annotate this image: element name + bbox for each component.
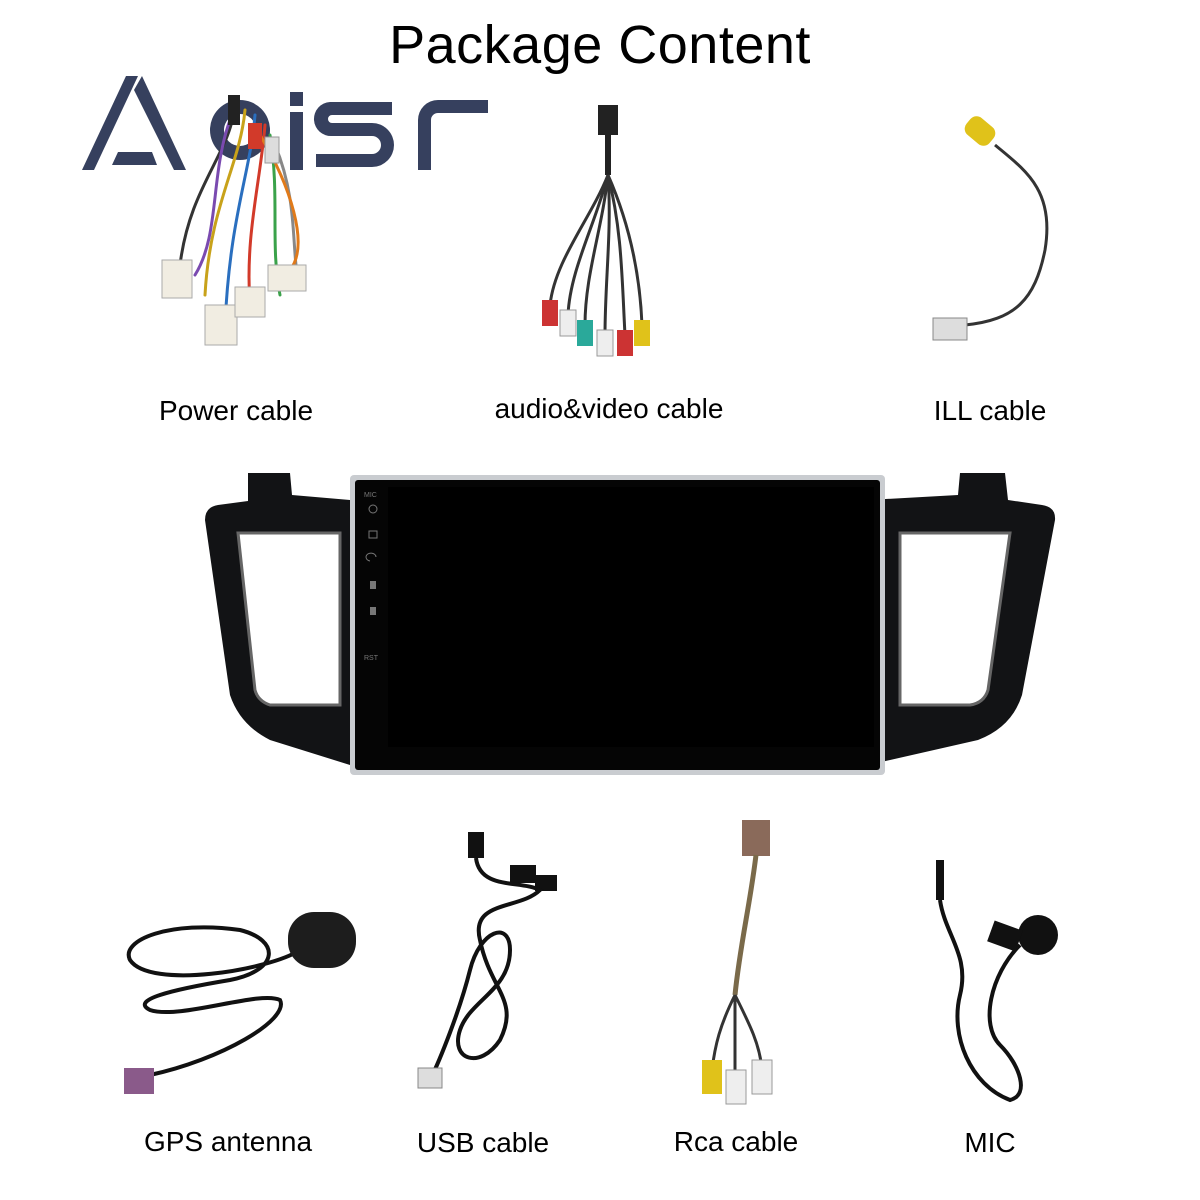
- gps-antenna-image: [110, 900, 370, 1110]
- power-cable-image: [150, 95, 340, 365]
- rca-cable-label: Rca cable: [673, 1126, 799, 1157]
- ill-cable-label: ILL cable: [933, 395, 1047, 426]
- usb-cable-image: [410, 830, 570, 1100]
- av-cable-label: audio&video cable: [494, 393, 724, 424]
- mic-image: [920, 855, 1070, 1115]
- av-cable-image: [530, 100, 680, 360]
- head-unit-image: MIC RST: [200, 465, 1060, 785]
- mic-button-label: MIC: [364, 492, 377, 499]
- rca-cable-image: [680, 815, 800, 1115]
- mic-label: MIC: [964, 1127, 1016, 1158]
- svg-text:RST: RST: [364, 655, 379, 662]
- gps-antenna-label: GPS antenna: [143, 1126, 313, 1157]
- power-cable-label: Power cable: [158, 395, 314, 426]
- page-title: Package Content: [389, 15, 811, 75]
- usb-cable-label: USB cable: [416, 1127, 550, 1158]
- ill-cable-image: [925, 110, 1065, 350]
